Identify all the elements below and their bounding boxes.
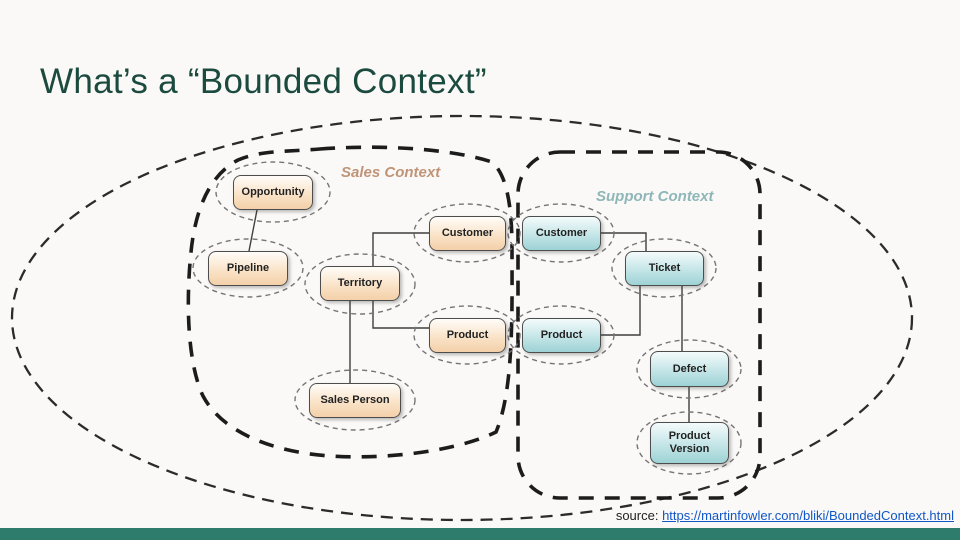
product-version-ellipse bbox=[636, 411, 742, 475]
entity-product-support: Product bbox=[522, 318, 601, 353]
page-title: What’s a “Bounded Context” bbox=[40, 62, 487, 101]
entity-defect: Defect bbox=[650, 351, 729, 387]
entity-customer-support: Customer bbox=[522, 216, 601, 251]
pipeline-ellipse bbox=[192, 238, 304, 298]
connector-territory-product bbox=[372, 301, 429, 329]
customer-sales-ellipse bbox=[413, 203, 521, 263]
connector-customer-ticket bbox=[601, 232, 647, 251]
entity-halo-ellipses bbox=[192, 161, 742, 475]
customer-support-ellipse bbox=[507, 203, 615, 263]
entity-customer-sales: Customer bbox=[429, 216, 506, 251]
connector-product-ticket bbox=[601, 286, 641, 336]
entity-opportunity: Opportunity bbox=[233, 175, 313, 210]
connector-opportunity-pipeline bbox=[248, 209, 258, 252]
outer-boundary-ellipse bbox=[10, 114, 914, 522]
support-context-label: Support Context bbox=[596, 188, 714, 205]
product-support-ellipse bbox=[507, 305, 615, 365]
entity-territory: Territory bbox=[320, 266, 400, 301]
sales-context-label: Sales Context bbox=[341, 164, 441, 181]
ticket-ellipse bbox=[611, 238, 717, 298]
entity-product-version: Product Version bbox=[650, 422, 729, 464]
connector-customer-territory bbox=[372, 232, 429, 266]
entity-sales-person: Sales Person bbox=[309, 383, 401, 418]
defect-ellipse bbox=[636, 339, 742, 399]
footer-accent-bar bbox=[0, 528, 960, 540]
source-citation: source: https://martinfowler.com/bliki/B… bbox=[616, 508, 954, 523]
entity-connectors bbox=[248, 209, 690, 422]
support-context-boundary bbox=[516, 150, 762, 500]
opportunity-ellipse bbox=[215, 161, 331, 223]
entity-pipeline: Pipeline bbox=[208, 251, 288, 286]
sales-context-boundary bbox=[186, 145, 514, 459]
source-link[interactable]: https://martinfowler.com/bliki/BoundedCo… bbox=[662, 508, 954, 523]
entity-ticket: Ticket bbox=[625, 251, 704, 286]
sales-person-ellipse bbox=[294, 369, 416, 431]
source-label: source: bbox=[615, 508, 663, 523]
entity-product-sales: Product bbox=[429, 318, 506, 353]
territory-ellipse bbox=[304, 253, 416, 315]
product-sales-ellipse bbox=[413, 305, 521, 365]
